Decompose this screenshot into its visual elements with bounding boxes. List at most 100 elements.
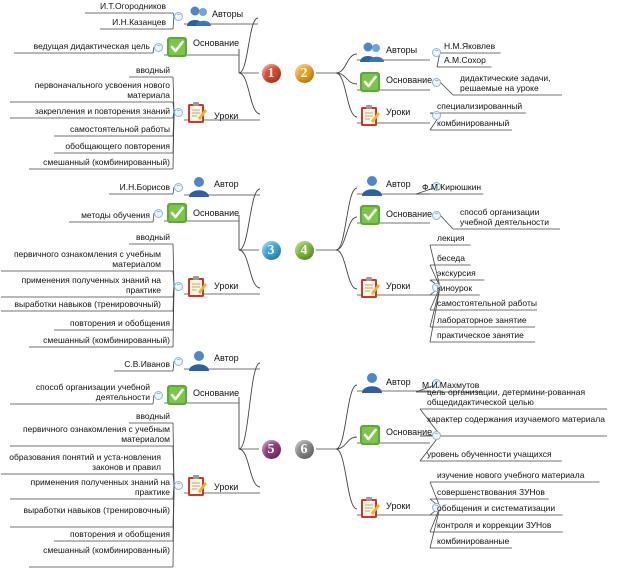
collapse-toggle[interactable]: − xyxy=(432,503,441,512)
topic-number-circle[interactable]: 5 xyxy=(261,439,281,459)
collapse-toggle[interactable]: − xyxy=(432,431,441,440)
connector-line xyxy=(172,111,175,170)
leaf-lessons-item: смешанный (комбинированный) xyxy=(43,335,170,345)
leaf-lessons-item: экскурсия xyxy=(437,268,476,278)
topic-number-circle[interactable]: 2 xyxy=(294,63,314,83)
connector-line xyxy=(439,81,454,96)
branch-curve xyxy=(335,448,358,510)
leaf-lessons-item: практическое занятие xyxy=(437,330,524,340)
category-label-basis: Основание xyxy=(386,75,433,85)
connector-line xyxy=(172,473,175,486)
collapse-toggle[interactable]: − xyxy=(174,357,183,366)
connector-line xyxy=(172,12,175,17)
collapse-toggle[interactable]: − xyxy=(432,283,441,292)
leaf-authors-item: И.Н.Казанцев xyxy=(112,17,166,27)
leaf-authors-item: М.И.Махмутов xyxy=(422,380,480,390)
connector-line xyxy=(172,285,175,348)
leaf-lessons-item: лекция xyxy=(437,233,465,243)
checkbox-icon xyxy=(359,204,381,228)
people-icon xyxy=(359,41,385,65)
people-icon xyxy=(186,5,212,29)
collapse-toggle[interactable]: − xyxy=(174,12,183,21)
person-icon xyxy=(186,176,212,200)
connector-line xyxy=(429,286,441,343)
leaf-lessons-item: применения полученных знаний на практике xyxy=(21,275,161,295)
branch-curve xyxy=(335,216,358,251)
connector-line xyxy=(429,481,441,508)
collapse-toggle[interactable]: − xyxy=(174,183,183,192)
collapse-toggle[interactable]: − xyxy=(154,209,163,218)
leaf-lessons-item: комбинированный xyxy=(437,118,510,128)
collapse-toggle[interactable]: − xyxy=(432,48,441,57)
person-icon xyxy=(186,350,212,374)
leaf-lessons-item: киноурок xyxy=(437,283,473,293)
leaf-lessons-item: повторения и обобщения xyxy=(69,529,170,539)
collapse-toggle[interactable]: − xyxy=(174,481,183,490)
notepad-pencil-icon xyxy=(186,275,208,301)
collapse-toggle[interactable]: − xyxy=(432,211,441,220)
connector-line xyxy=(172,101,175,113)
collapse-toggle[interactable]: − xyxy=(174,108,183,117)
connector-line xyxy=(172,15,175,30)
topic-number-circle[interactable]: 6 xyxy=(294,439,314,459)
collapse-toggle[interactable]: − xyxy=(154,43,163,52)
leaf-lessons-item: смешанный (комбинированный) xyxy=(43,545,170,555)
category-label-lessons: Уроки xyxy=(214,281,239,291)
leaf-lessons-item: вводный xyxy=(136,411,170,421)
leaf-lessons-item: беседа xyxy=(437,253,465,263)
connector-line xyxy=(172,445,175,486)
category-label-basis: Основание xyxy=(193,208,240,218)
category-label-lessons: Уроки xyxy=(214,111,239,121)
leaf-basis-item: способ организации учебной деятельности xyxy=(35,382,150,402)
leaf-lessons-item: смешанный (комбинированный) xyxy=(43,157,170,167)
leaf-lessons-item: образования понятий и уста-новления зако… xyxy=(9,452,161,472)
connector-line xyxy=(172,360,175,372)
connector-line xyxy=(439,214,454,230)
connector-line xyxy=(152,394,155,405)
connector-line xyxy=(172,76,175,113)
collapse-toggle[interactable]: − xyxy=(432,379,441,388)
leaf-lessons-item: первичного ознакомления с учебным матери… xyxy=(22,424,170,444)
collapse-toggle[interactable]: − xyxy=(432,182,441,191)
branch-curve xyxy=(238,72,261,115)
category-label-lessons: Уроки xyxy=(386,281,411,291)
branch-curve xyxy=(238,362,261,450)
topic-number-circle[interactable]: 4 xyxy=(294,240,314,260)
checkbox-icon xyxy=(166,36,188,60)
category-label-lessons: Уроки xyxy=(214,482,239,492)
category-label-authors: Автор xyxy=(214,179,239,189)
collapse-toggle[interactable]: − xyxy=(174,282,183,291)
leaf-basis-item: способ организации учебной деятельности xyxy=(460,207,549,227)
leaf-lessons-item: вводный xyxy=(136,232,170,242)
leaf-authors-item: Ф.М.Кирюшкин xyxy=(422,182,482,192)
notepad-pencil-icon xyxy=(359,496,381,522)
person-icon xyxy=(359,175,385,199)
branch-curve xyxy=(238,249,261,289)
leaf-lessons-item: повторения и обобщения xyxy=(69,318,170,328)
leaf-authors-item: Н.М.Яковлев xyxy=(444,41,496,51)
connector-line xyxy=(429,506,441,549)
collapse-toggle[interactable]: − xyxy=(432,111,441,120)
leaf-basis-item: дидактические задачи, решаемые на уроке xyxy=(460,73,551,93)
leaf-basis-item: уровень обученности учащихся xyxy=(427,449,552,459)
leaf-lessons-item: самостоятельной работы xyxy=(70,124,170,134)
connector-line xyxy=(172,484,175,568)
topic-number-circle[interactable]: 1 xyxy=(261,63,281,83)
category-label-basis: Основание xyxy=(193,388,240,398)
checkbox-icon xyxy=(359,71,381,95)
leaf-lessons-item: первоначального усвоения нового материал… xyxy=(34,80,170,100)
category-label-lessons: Уроки xyxy=(386,501,411,511)
leaf-lessons-item: совершенствования ЗУНов xyxy=(437,487,545,497)
leaf-lessons-item: комбинированные xyxy=(437,536,510,546)
connector-line xyxy=(152,46,155,54)
leaf-lessons-item: изучение нового учебного материала xyxy=(437,470,585,480)
category-label-lessons: Уроки xyxy=(386,107,411,117)
collapse-toggle[interactable]: − xyxy=(432,78,441,87)
connector-line xyxy=(419,408,441,436)
topic-number-circle[interactable]: 3 xyxy=(261,240,281,260)
notepad-pencil-icon xyxy=(186,474,208,500)
leaf-basis-item: характер содержания изучаемого материала xyxy=(427,414,605,424)
leaf-lessons-item: обобщающего повторения xyxy=(65,141,170,151)
collapse-toggle[interactable]: − xyxy=(154,391,163,400)
